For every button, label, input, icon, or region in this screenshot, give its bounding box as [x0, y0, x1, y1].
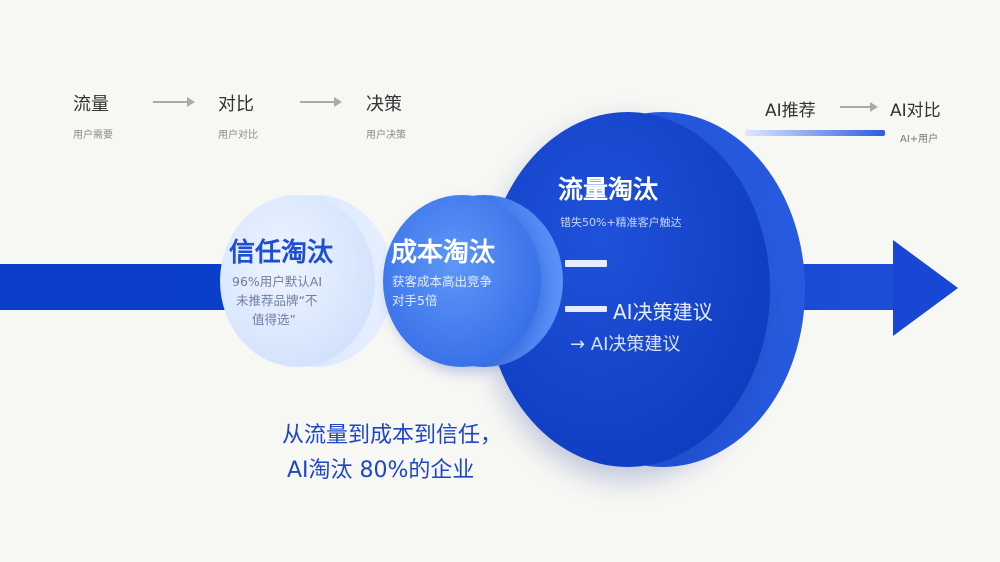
trust-desc-2: 未推荐品牌“不 [236, 293, 318, 308]
cost-disc-face [383, 195, 541, 367]
right-flow-to: AI对比 [890, 101, 941, 121]
right-flow-bar [745, 130, 885, 136]
flow-step-label: 对比 [218, 94, 254, 115]
divider-bar [565, 306, 607, 312]
traffic-note-1: AI决策建议 [613, 300, 713, 324]
cost-desc-1: 获客成本高出竞争 [392, 274, 493, 289]
flow-step-decision: 决策 用户决策 [366, 90, 406, 141]
arrow-right-icon [300, 97, 342, 107]
traffic-note-2: → AI决策建议 [570, 334, 681, 355]
summary-line-1: 从流量到成本到信任， [282, 423, 503, 448]
traffic-desc: 错失50%+精准客户触达 [560, 216, 682, 229]
flow-step-compare: 对比 用户对比 [218, 90, 258, 141]
divider-bar [565, 260, 607, 267]
right-flow-sub: AI+用户 [900, 134, 939, 145]
summary-line-2: AI淘汰 80%的企业 [287, 458, 475, 483]
trust-title: 信任淘汰 [229, 238, 334, 268]
trust-desc-1: 96%用户默认AI [232, 274, 323, 289]
traffic-title: 流量淘汰 [558, 175, 659, 204]
trust-desc-3: 值得选” [252, 312, 296, 327]
arrow-right-icon [840, 102, 878, 112]
cost-desc-2: 对手5倍 [392, 293, 438, 308]
flow-step-sub: 用户对比 [218, 130, 258, 141]
flow-step-label: 决策 [366, 94, 402, 115]
flow-step-label: 流量 [73, 94, 109, 115]
cost-title: 成本淘汰 [391, 238, 496, 268]
arrow-right-icon [153, 97, 195, 107]
flow-step-sub: 用户决策 [366, 130, 406, 141]
flow-step-traffic: 流量 用户需要 [73, 90, 113, 141]
main-arrow-head [893, 240, 958, 336]
flow-step-sub: 用户需要 [73, 130, 113, 141]
right-flow-from: AI推荐 [765, 101, 816, 121]
trust-disc-face [220, 195, 375, 367]
